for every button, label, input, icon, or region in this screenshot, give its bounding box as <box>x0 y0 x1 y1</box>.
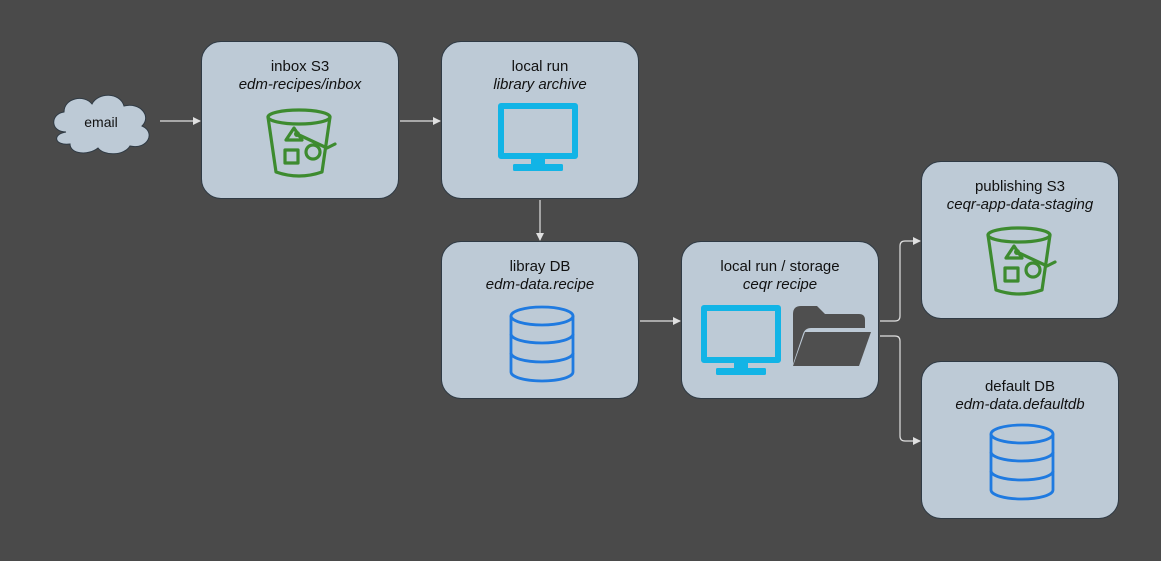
folder-icon <box>793 306 871 366</box>
node-subtitle: library archive <box>493 76 587 93</box>
s3-bucket-icon <box>266 108 337 178</box>
node-subtitle: edm-recipes/inbox <box>238 76 362 93</box>
node-subtitle: edm-data.recipe <box>485 276 595 293</box>
node-title: libray DB <box>509 258 571 275</box>
node-subtitle: edm-data.defaultdb <box>955 396 1085 413</box>
s3-bucket-icon <box>986 226 1057 296</box>
node-title: inbox S3 <box>270 58 330 75</box>
monitor-icon <box>498 103 578 171</box>
node-title: local run <box>511 58 569 75</box>
node-subtitle: ceqr-app-data-staging <box>946 196 1094 213</box>
node-local-run-storage: local run / storage ceqr recipe <box>681 241 879 399</box>
database-icon <box>989 423 1055 501</box>
node-library-db: libray DB edm-data.recipe <box>441 241 639 399</box>
cloud-icon <box>53 94 150 155</box>
email-source-label: email <box>84 114 118 130</box>
arrow-local-storage-to-default-db <box>880 335 921 445</box>
node-publishing-s3: publishing S3 ceqr-app-data-staging <box>921 161 1119 319</box>
node-inbox-s3: inbox S3 edm-recipes/inbox <box>201 41 399 199</box>
database-icon <box>509 305 575 383</box>
node-title: publishing S3 <box>974 178 1066 195</box>
arrow-local-storage-to-publishing <box>880 237 921 322</box>
node-title: local run / storage <box>720 258 840 275</box>
node-default-db: default DB edm-data.defaultdb <box>921 361 1119 519</box>
monitor-icon <box>701 305 781 375</box>
node-title: default DB <box>984 378 1056 395</box>
node-subtitle: ceqr recipe <box>742 276 818 293</box>
node-local-run: local run library archive <box>441 41 639 199</box>
